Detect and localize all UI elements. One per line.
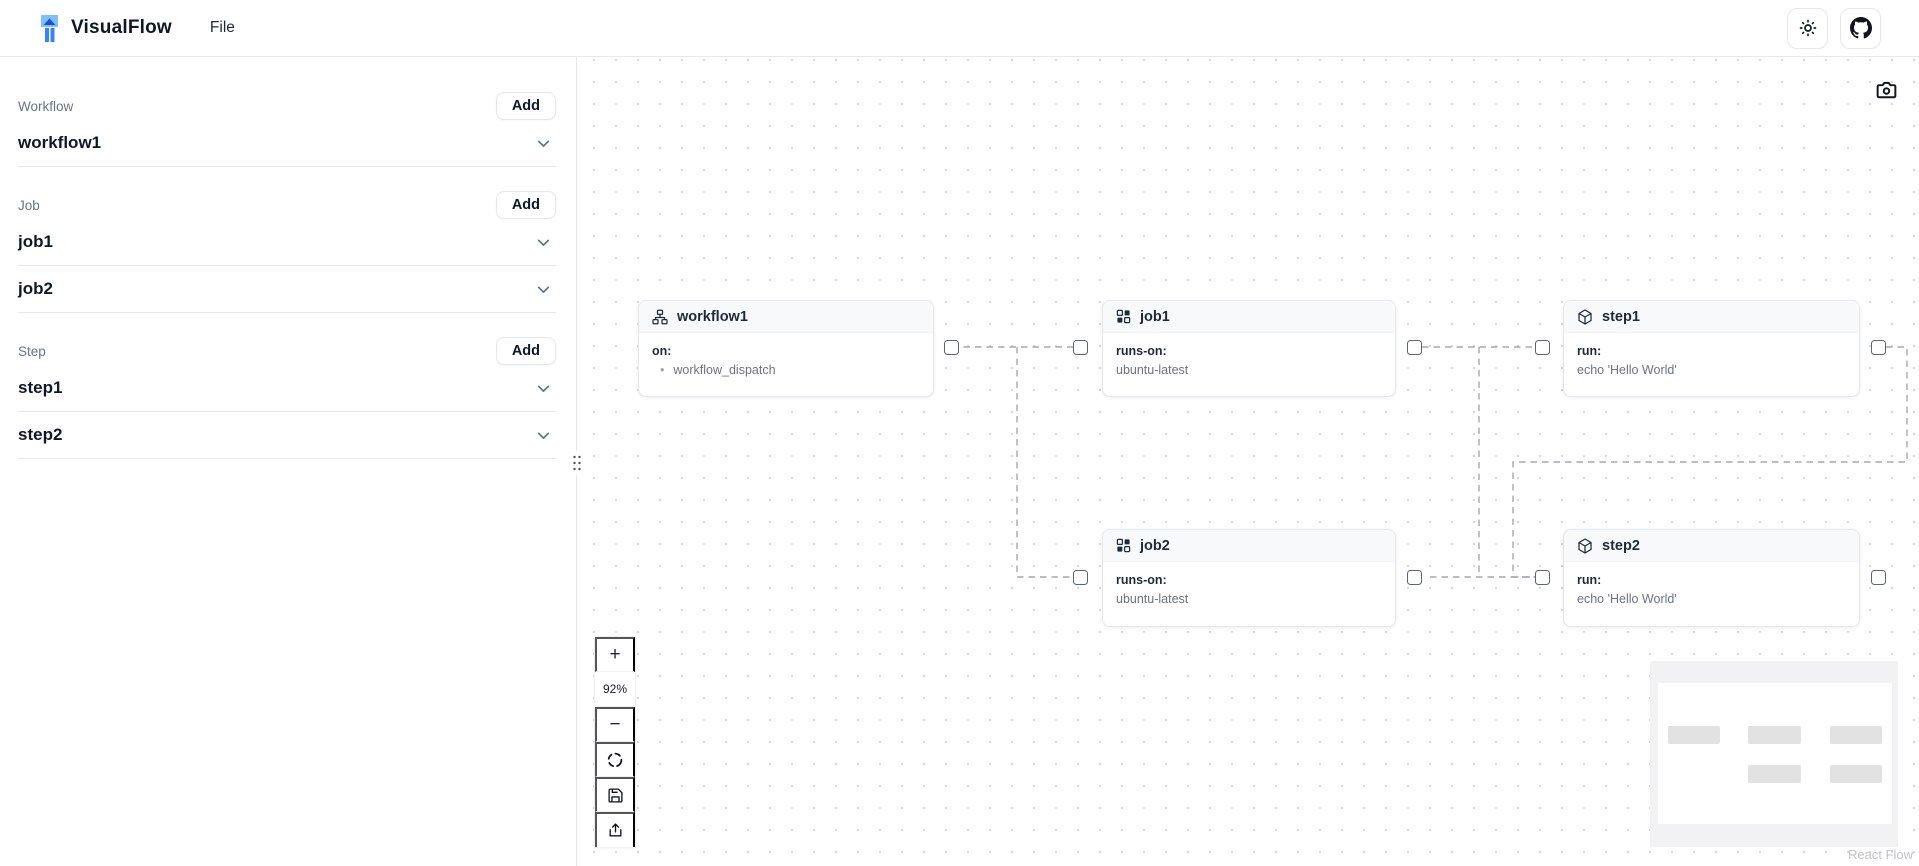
sun-icon — [1798, 18, 1818, 38]
fit-view-button[interactable] — [595, 742, 635, 777]
handle-job2-target[interactable] — [1073, 570, 1088, 585]
chevron-down-icon — [535, 427, 552, 444]
handle-job1-source[interactable] — [1407, 340, 1422, 355]
brand: VisualFlow — [38, 14, 172, 42]
save-button[interactable] — [595, 777, 635, 812]
handle-step2-source[interactable] — [1871, 570, 1886, 585]
chevron-down-icon — [535, 281, 552, 298]
handle-job1-target[interactable] — [1073, 340, 1088, 355]
zoom-level: 92% — [595, 672, 635, 707]
camera-icon — [1874, 78, 1899, 103]
section-label-workflow: Workflow — [18, 98, 74, 114]
save-icon — [607, 787, 624, 804]
sidebar: Workflow Add workflow1 Job Add job1 job2 — [0, 57, 577, 866]
minimap[interactable] — [1650, 661, 1898, 847]
chevron-down-icon — [535, 380, 552, 397]
fit-view-icon — [606, 751, 624, 769]
minimap-node-job1 — [1748, 726, 1801, 744]
grip-dots-icon — [572, 454, 582, 472]
github-link-button[interactable] — [1840, 7, 1881, 49]
step-cube-icon — [1577, 537, 1593, 554]
flow-canvas[interactable]: workflow1 on: workflow_dispatch job1 run… — [577, 57, 1919, 866]
github-icon — [1849, 17, 1872, 39]
add-step-button[interactable]: Add — [495, 337, 556, 365]
node-job1[interactable]: job1 runs-on: ubuntu-latest — [1102, 300, 1396, 397]
node-field-label: runs-on: — [1116, 344, 1167, 358]
section-step: Step Add step1 step2 — [18, 337, 556, 459]
add-job-button[interactable]: Add — [495, 191, 556, 219]
handle-step2-target[interactable] — [1535, 570, 1550, 585]
section-label-step: Step — [18, 343, 46, 359]
sidebar-item-step2[interactable]: step2 — [18, 412, 556, 459]
node-field-value: echo 'Hello World' — [1577, 592, 1677, 606]
minimap-node-step2 — [1830, 765, 1882, 783]
theme-toggle-button[interactable] — [1787, 7, 1828, 49]
section-job: Job Add job1 job2 — [18, 191, 556, 313]
node-field-value: ubuntu-latest — [1116, 363, 1189, 377]
edge-workflow1-job2[interactable] — [1016, 347, 1073, 578]
node-field-label: run: — [1577, 344, 1602, 358]
workflow-icon — [652, 309, 668, 325]
handle-step1-source[interactable] — [1871, 340, 1886, 355]
minimap-viewport — [1658, 683, 1892, 824]
zoom-out-button[interactable]: − — [595, 707, 635, 742]
node-field-value: workflow_dispatch — [652, 361, 920, 380]
job-grid-icon — [1116, 538, 1131, 553]
minimap-node-step1 — [1830, 726, 1882, 744]
sidebar-resize-handle[interactable] — [569, 451, 585, 475]
node-field-label: runs-on: — [1116, 573, 1167, 587]
node-field-value: echo 'Hello World' — [1577, 363, 1677, 377]
sidebar-item-step1[interactable]: step1 — [18, 365, 556, 412]
menu-file[interactable]: File — [209, 19, 235, 36]
upload-icon — [607, 822, 624, 839]
minimap-node-workflow1 — [1668, 726, 1720, 744]
add-workflow-button[interactable]: Add — [495, 92, 556, 120]
canvas-controls: + 92% − — [594, 636, 636, 848]
sidebar-item-job1[interactable]: job1 — [18, 219, 556, 266]
node-step1[interactable]: step1 run: echo 'Hello World' — [1563, 300, 1860, 397]
node-field-value: ubuntu-latest — [1116, 592, 1189, 606]
step-cube-icon — [1577, 308, 1593, 325]
node-step2[interactable]: step2 run: echo 'Hello World' — [1563, 529, 1860, 627]
sidebar-item-job2[interactable]: job2 — [18, 266, 556, 313]
handle-step1-target[interactable] — [1535, 340, 1550, 355]
upload-button[interactable] — [595, 812, 635, 847]
minimap-node-job2 — [1748, 765, 1801, 783]
top-bar: VisualFlow File — [0, 0, 1919, 57]
node-job2[interactable]: job2 runs-on: ubuntu-latest — [1102, 529, 1396, 627]
screenshot-button[interactable] — [1871, 75, 1901, 105]
edge-step1-step2[interactable] — [1512, 346, 1908, 578]
node-field-label: on: — [652, 344, 672, 358]
sidebar-item-workflow1[interactable]: workflow1 — [18, 120, 556, 167]
node-workflow1[interactable]: workflow1 on: workflow_dispatch — [638, 300, 934, 397]
edges-layer — [952, 346, 1908, 578]
job-grid-icon — [1116, 309, 1131, 324]
section-workflow: Workflow Add workflow1 — [18, 92, 556, 167]
handle-job2-source[interactable] — [1407, 570, 1422, 585]
handle-workflow1-source[interactable] — [944, 340, 959, 355]
react-flow-attribution: React Flow — [1847, 847, 1913, 862]
section-label-job: Job — [18, 197, 40, 213]
app-title: VisualFlow — [71, 17, 172, 38]
visualflow-logo-icon — [38, 14, 61, 42]
chevron-down-icon — [535, 135, 552, 152]
chevron-down-icon — [535, 234, 552, 251]
node-field-label: run: — [1577, 573, 1602, 587]
zoom-in-button[interactable]: + — [595, 637, 635, 672]
